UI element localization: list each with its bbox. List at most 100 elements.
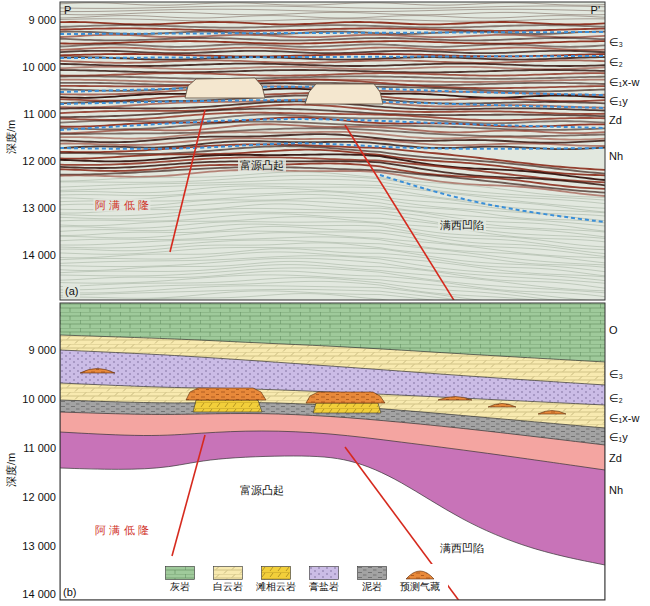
legend-swatch [357, 566, 387, 580]
legend-label: 白云岩 [206, 580, 250, 594]
seismic-reflector [60, 186, 605, 212]
seismic-profile [60, 2, 605, 300]
section-label: 满西凹陷 [438, 219, 486, 232]
seismic-reflector [60, 291, 605, 300]
fault-line [172, 435, 205, 556]
seismic-reflector [60, 22, 605, 24]
seismic-reflector [60, 16, 605, 18]
seismic-reflector [60, 25, 605, 27]
seismic-reflector [60, 73, 605, 75]
seismic-reflector [60, 76, 605, 78]
section-label: (a) [63, 285, 80, 298]
legend-label: 滩相云岩 [254, 580, 298, 594]
predicted-gas-pool [80, 369, 115, 374]
legend-item: 预测气藏 [398, 566, 442, 594]
depth-tick: 9 000 [28, 14, 56, 27]
seismic-reflector [60, 57, 605, 59]
strata-layer [60, 335, 605, 600]
strata-layer [60, 400, 605, 600]
section-label: O [609, 324, 618, 337]
section-label: ∈₃ [609, 36, 623, 49]
legend-item: 泥岩 [350, 566, 394, 594]
depth-tick: 13 000 [22, 540, 56, 553]
legend-label: 膏盐岩 [302, 580, 346, 594]
legend-swatch [213, 566, 243, 580]
section-label: Nh [609, 150, 623, 163]
seismic-reflector [60, 19, 605, 21]
strata-layer [60, 303, 605, 600]
depth-tick: 14 000 [22, 249, 56, 262]
legend-swatch [165, 566, 195, 580]
legend-item: 白云岩 [206, 566, 250, 594]
seismic-reflector [60, 64, 605, 66]
section-label: ∈₁x-w [609, 412, 639, 425]
seismic-reflector [60, 32, 605, 34]
seismic-reflector [60, 9, 605, 11]
seismic-reflector [60, 3, 605, 5]
section-label: ∈₁y [609, 431, 628, 444]
section-label: 满西凹陷 [440, 542, 484, 555]
strata-layer [60, 350, 605, 600]
depth-tick: 11 000 [23, 108, 56, 121]
panel-frame [60, 2, 605, 300]
fault-line [170, 110, 205, 252]
horizon-line [380, 175, 605, 222]
section-label: 富源凸起 [240, 484, 284, 497]
predicted-gas-pool [186, 388, 266, 400]
section-label: ∈₂ [609, 56, 623, 69]
panel-frame [60, 303, 605, 600]
legend-label: 灰岩 [158, 580, 202, 594]
legend-ground [156, 564, 448, 598]
seismic-reflector [60, 38, 605, 40]
horizon-line [60, 119, 605, 130]
seismic-reflector [60, 294, 605, 300]
section-label: Zd [609, 452, 622, 465]
legend-swatch [405, 566, 435, 580]
seismic-reflector [60, 28, 605, 30]
gas-anomaly [305, 84, 383, 104]
beach-dolomite [313, 403, 381, 413]
depth-tick: 12 000 [22, 491, 56, 504]
depth-tick: 11 000 [23, 442, 56, 455]
fault-line [345, 125, 455, 300]
seismic-reflector [60, 6, 605, 8]
legend-swatch [261, 566, 291, 580]
seismic-reflector [60, 226, 605, 253]
predicted-gas-pool [306, 392, 385, 403]
depth-tick: 9 000 [28, 344, 56, 357]
predicted-gas-pool [538, 411, 566, 415]
seismic-reflector [60, 41, 605, 43]
gas-anomaly [185, 78, 265, 98]
section-label: 阿 满 低 隆 [95, 524, 148, 537]
section-label: (b) [63, 586, 76, 599]
horizon-line [60, 143, 605, 148]
section-label: 阿 满 低 隆 [93, 199, 150, 212]
legend-item: 滩相云岩 [254, 566, 298, 594]
depth-tick: 14 000 [22, 588, 56, 601]
strata-layer [60, 383, 605, 600]
legend-label: 泥岩 [350, 580, 394, 594]
seismic-reflector [60, 70, 605, 72]
horizon-line [60, 56, 605, 58]
interpreted-section [60, 303, 605, 600]
seismic-reflector [60, 109, 605, 117]
depth-tick: P' [591, 4, 600, 17]
strata-layer [60, 412, 605, 600]
depth-tick: 12 000 [22, 155, 56, 168]
seismic-reflector [60, 60, 605, 62]
seismic-reflector [60, 268, 605, 293]
seismic-reflector [60, 281, 605, 300]
seismic-reflector [60, 258, 605, 283]
depth-tick: 13 000 [22, 202, 56, 215]
seismic-reflector [60, 278, 605, 300]
seismic-reflector [60, 44, 605, 46]
seismic-reflector [60, 48, 605, 50]
section-label: 深度/m [5, 453, 18, 487]
legend-item: 灰岩 [158, 566, 202, 594]
seismic-reflector [60, 51, 605, 53]
legend-item: 膏盐岩 [302, 566, 346, 594]
beach-dolomite [193, 400, 262, 412]
seismic-reflector [60, 35, 605, 37]
seismic-reflector [60, 67, 605, 69]
